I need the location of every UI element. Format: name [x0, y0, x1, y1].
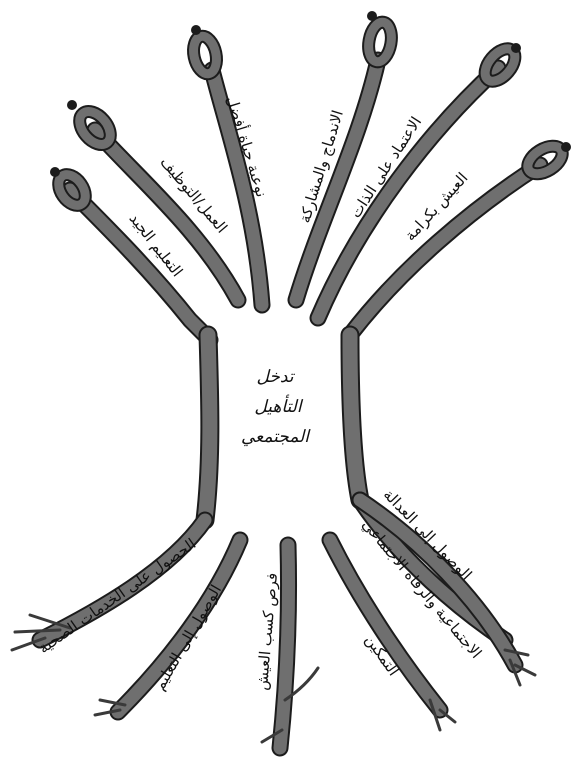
center-line-3: المجتمعي: [241, 427, 311, 447]
center-label: تدخل التأهيل المجتمعي: [241, 367, 311, 447]
label-livelihood: فرص كسب العيش: [253, 572, 281, 691]
center-line-2: التأهيل: [254, 394, 303, 417]
label-education-access: الوصول إلى التعليم: [150, 582, 225, 694]
root-education: [118, 540, 240, 712]
center-line-1: تدخل: [256, 367, 295, 387]
root-labels: الحصول على الخدمات الصحية الوصول إلى الت…: [35, 485, 485, 693]
trunk-left: [205, 335, 210, 520]
leaf-4: [366, 11, 395, 64]
leaf-6: [523, 141, 571, 180]
leaf-3: [190, 25, 219, 76]
